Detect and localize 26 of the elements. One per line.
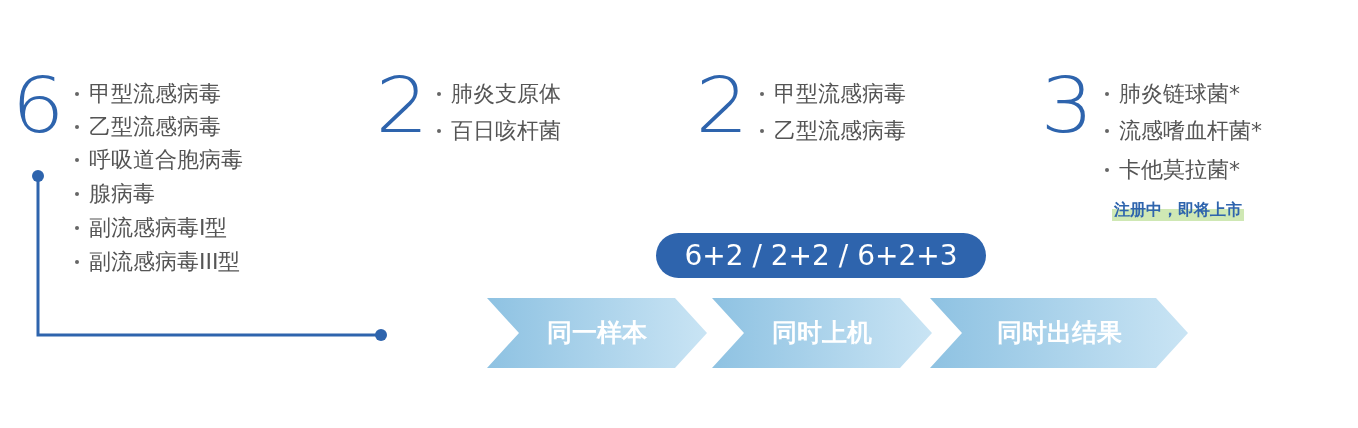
pathogen-name: 流感嗜血杆菌*: [1119, 117, 1262, 145]
pathogen-name: 副流感病毒III型: [89, 248, 241, 276]
pathogen-name: 乙型流感病毒: [774, 117, 906, 145]
pathogen-name: 肺炎链球菌*: [1119, 80, 1240, 108]
pathogen-name: 乙型流感病毒: [89, 113, 221, 141]
count-number: 2: [375, 68, 429, 144]
pathogen-name: 甲型流感病毒: [774, 80, 906, 108]
count-number: 3: [1040, 68, 1094, 144]
combination-label: 6+2 / 2+2 / 6+2+3: [684, 237, 958, 274]
pathogen-name: 甲型流感病毒: [89, 80, 221, 108]
step-label: 同时出结果: [996, 317, 1122, 350]
count-number: 2: [695, 68, 749, 144]
step-label: 同时上机: [772, 317, 872, 350]
pathogen-name: 卡他莫拉菌*: [1119, 156, 1240, 184]
step-label: 同一样本: [547, 317, 647, 350]
pathogen-name: 肺炎支原体: [451, 80, 561, 108]
pathogen-name: 呼吸道合胞病毒: [89, 146, 243, 174]
chevron-step: [487, 298, 707, 368]
pathogen-name: 腺病毒: [89, 180, 155, 208]
chevron-step: [712, 298, 932, 368]
pathogen-name: 副流感病毒I型: [89, 214, 228, 242]
status-note: 注册中，即将上市: [1112, 200, 1244, 221]
chevron-step: [930, 298, 1188, 368]
count-number: 6: [11, 68, 65, 144]
combination-pill: [656, 233, 986, 278]
pathogen-name: 百日咳杆菌: [451, 117, 561, 145]
